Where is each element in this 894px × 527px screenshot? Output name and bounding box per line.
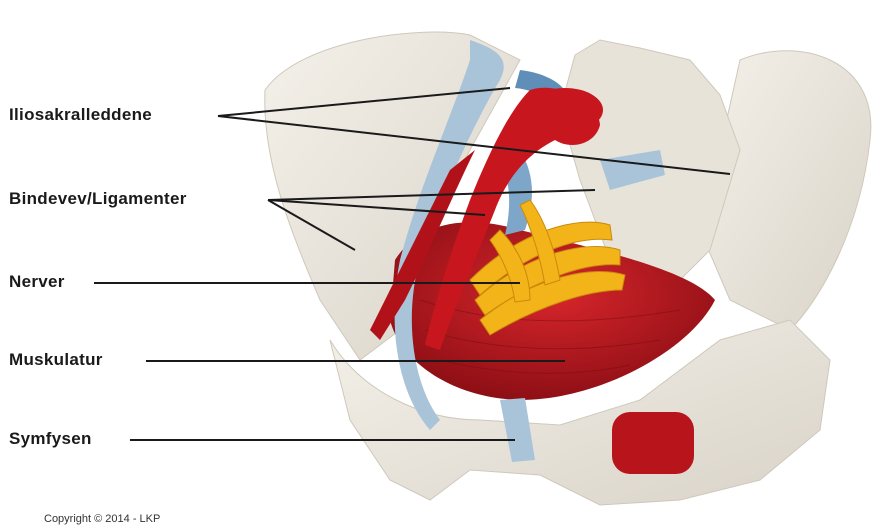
label-bindevev-ligamenter: Bindevev/Ligamenter xyxy=(9,189,187,209)
vessel-top xyxy=(527,88,603,132)
label-iliosakralleddene: Iliosakralleddene xyxy=(9,105,152,125)
label-muskulatur: Muskulatur xyxy=(9,350,103,370)
copyright-text: Copyright © 2014 - LKP xyxy=(44,513,160,525)
obturator-foramen xyxy=(612,412,694,474)
label-symfysen: Symfysen xyxy=(9,429,92,449)
label-nerver: Nerver xyxy=(9,272,65,292)
